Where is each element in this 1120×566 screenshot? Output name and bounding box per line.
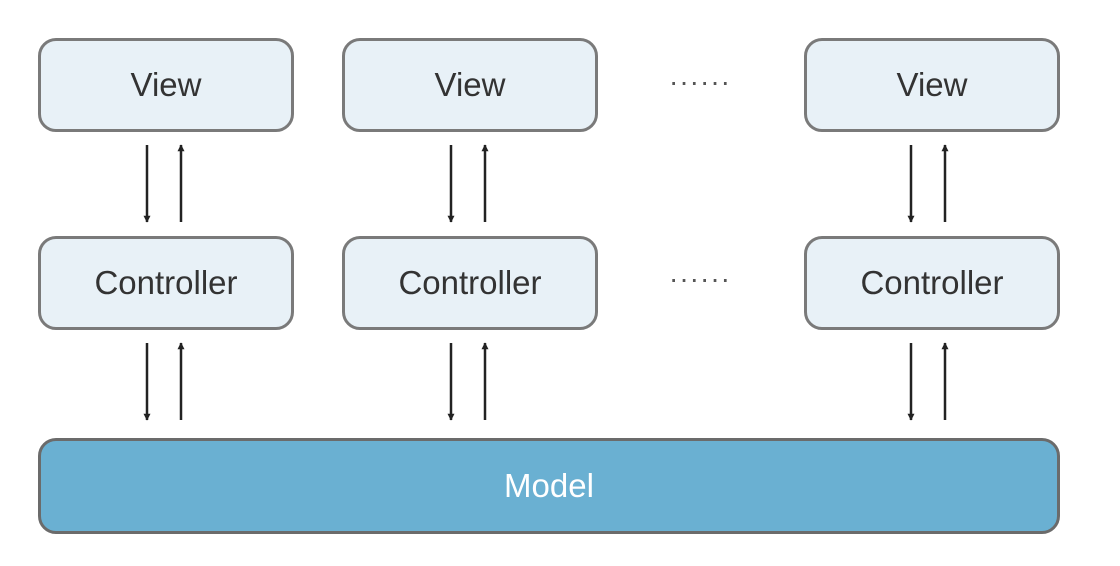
controller-box-1: Controller xyxy=(38,236,294,330)
model-label: Model xyxy=(504,467,594,504)
views-ellipsis: ······ xyxy=(669,66,731,97)
view-label-1: View xyxy=(130,66,202,103)
controller-label-3: Controller xyxy=(860,264,1004,301)
controller-label-2: Controller xyxy=(398,264,542,301)
view-box-2: View xyxy=(342,38,598,132)
model-box: Model xyxy=(38,438,1060,534)
view-label-3: View xyxy=(896,66,968,103)
view-label-2: View xyxy=(434,66,506,103)
controller-label-1: Controller xyxy=(94,264,238,301)
view-box-1: View xyxy=(38,38,294,132)
controllers-ellipsis: ······ xyxy=(669,263,731,294)
controller-box-2: Controller xyxy=(342,236,598,330)
view-box-3: View xyxy=(804,38,1060,132)
controller-box-3: Controller xyxy=(804,236,1060,330)
